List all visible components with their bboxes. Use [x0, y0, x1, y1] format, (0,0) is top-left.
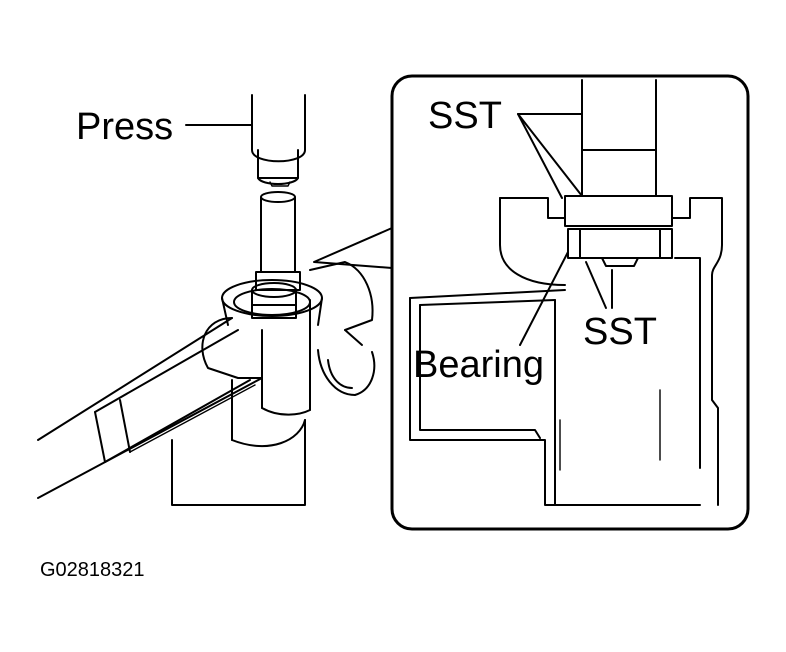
press-label: Press [76, 106, 174, 148]
detail-view-frame [390, 74, 750, 531]
sst-driver-left [255, 191, 301, 291]
sst-label-top: SST [428, 95, 502, 137]
callout-pointer [313, 227, 393, 269]
press-ram [251, 94, 306, 187]
sst-label-bottom: SST [583, 311, 657, 353]
detail-view-drawing [409, 79, 723, 506]
figure-id: G02818321 [40, 559, 145, 581]
steering-rack-housing [37, 261, 376, 506]
bearing-label: Bearing [413, 344, 544, 386]
